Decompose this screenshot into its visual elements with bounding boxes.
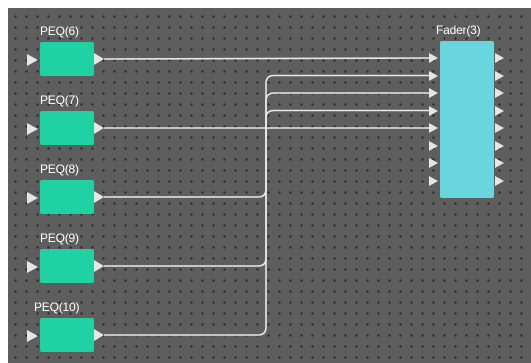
design-canvas[interactable]: PEQ(6) PEQ(7) PEQ(8) PEQ(9) PEQ(10) Fade… bbox=[8, 8, 531, 363]
fader-3-label: Fader(3) bbox=[436, 23, 481, 37]
peq-7-block[interactable] bbox=[40, 111, 94, 145]
peq-8-label: PEQ(8) bbox=[40, 162, 79, 176]
peq-8-input-port[interactable] bbox=[27, 192, 38, 204]
fader-3-output-port[interactable] bbox=[495, 88, 504, 98]
peq-9-output-port[interactable] bbox=[94, 260, 104, 272]
connection-wire[interactable] bbox=[104, 74, 429, 336]
fader-3-output-port[interactable] bbox=[495, 176, 504, 186]
peq-8-output-port[interactable] bbox=[94, 191, 104, 203]
fader-3-block[interactable] bbox=[440, 41, 494, 198]
fader-3-output-port[interactable] bbox=[495, 71, 504, 81]
fader-3-input-port[interactable] bbox=[429, 176, 438, 186]
fader-3-input-port[interactable] bbox=[429, 141, 438, 151]
fader-3-input-port[interactable] bbox=[429, 123, 438, 133]
fader-3-input-port[interactable] bbox=[429, 53, 438, 63]
fader-3-input-port[interactable] bbox=[429, 106, 438, 116]
fader-3-output-port[interactable] bbox=[495, 141, 504, 151]
peq-6-block[interactable] bbox=[40, 42, 94, 76]
fader-3-input-port[interactable] bbox=[429, 158, 438, 168]
peq-8-block[interactable] bbox=[40, 180, 94, 214]
peq-6-output-port[interactable] bbox=[94, 53, 104, 65]
connection-wire[interactable] bbox=[103, 57, 430, 60]
fader-3-output-port[interactable] bbox=[495, 106, 504, 116]
peq-9-label: PEQ(9) bbox=[40, 231, 79, 245]
peq-6-input-port[interactable] bbox=[27, 54, 38, 66]
peq-10-output-port[interactable] bbox=[94, 329, 104, 341]
peq-10-input-port[interactable] bbox=[27, 330, 38, 342]
peq-10-label: PEQ(10) bbox=[34, 300, 80, 314]
fader-3-output-port[interactable] bbox=[495, 158, 504, 168]
peq-9-block[interactable] bbox=[40, 249, 94, 283]
wire-layer bbox=[103, 57, 430, 336]
fader-3-input-port[interactable] bbox=[429, 88, 438, 98]
fader-3-output-port[interactable] bbox=[495, 53, 504, 63]
fader-3-input-port[interactable] bbox=[429, 71, 438, 81]
peq-9-input-port[interactable] bbox=[27, 261, 38, 273]
peq-6-label: PEQ(6) bbox=[40, 24, 79, 38]
peq-7-output-port[interactable] bbox=[94, 122, 104, 134]
peq-7-input-port[interactable] bbox=[27, 123, 38, 135]
peq-7-label: PEQ(7) bbox=[40, 93, 79, 107]
fader-3-output-port[interactable] bbox=[495, 123, 504, 133]
peq-10-block[interactable] bbox=[40, 318, 94, 352]
